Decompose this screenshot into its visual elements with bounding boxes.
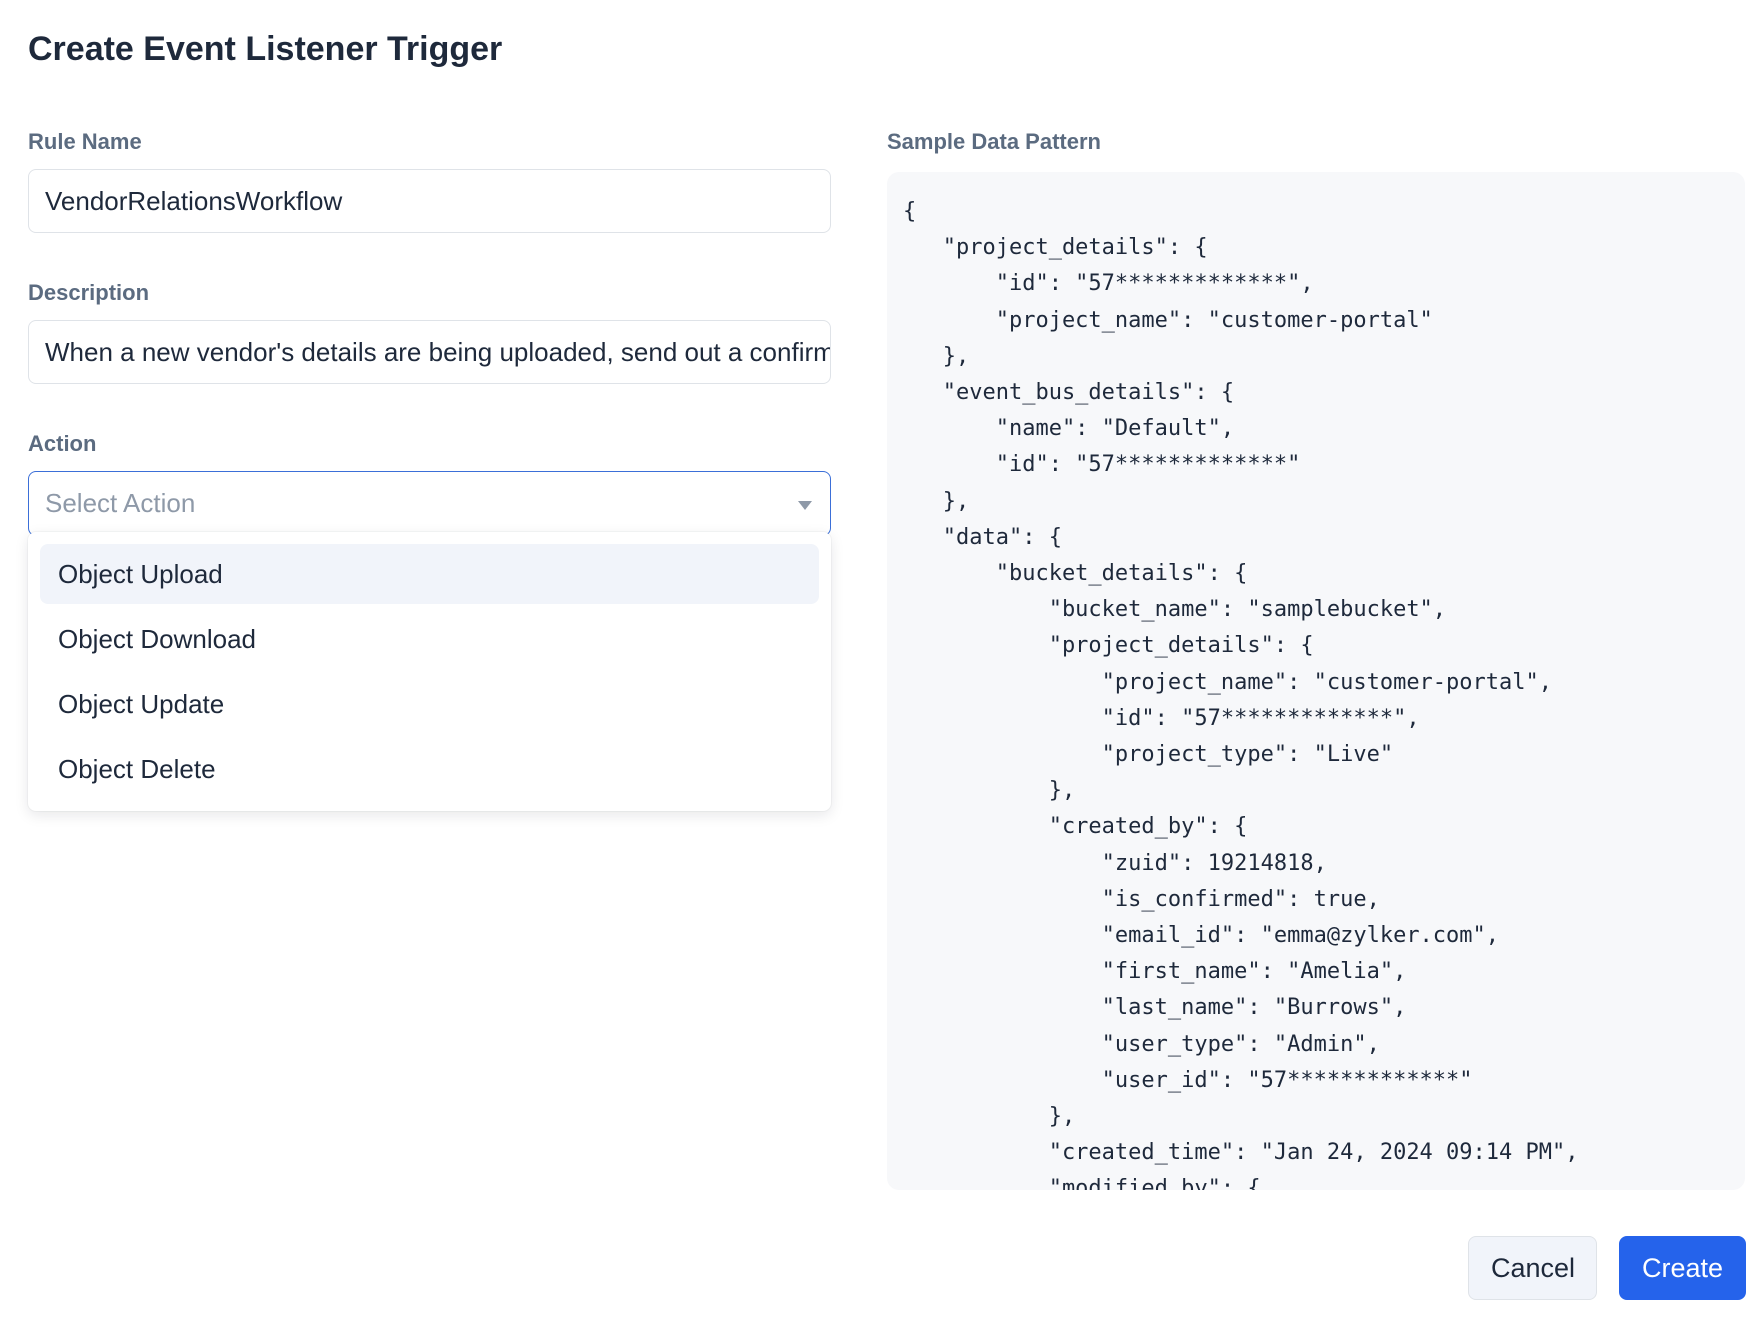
rule-name-label: Rule Name <box>28 129 142 154</box>
rule-name-group: Rule Name VendorRelationsWorkflow <box>28 130 831 233</box>
option-object-upload[interactable]: Object Upload <box>40 544 819 604</box>
rule-name-input[interactable]: VendorRelationsWorkflow <box>28 169 831 233</box>
sample-data-code: { "project_details": { "id": "57********… <box>903 199 1579 1190</box>
description-group: Description When a new vendor's details … <box>28 281 831 384</box>
action-dropdown-menu: Object Upload Object Download Object Upd… <box>28 532 831 811</box>
option-object-delete[interactable]: Object Delete <box>58 754 216 784</box>
action-select-placeholder: Select Action <box>45 488 196 518</box>
chevron-down-icon[interactable] <box>798 501 812 510</box>
sample-data-code-panel[interactable]: { "project_details": { "id": "57********… <box>887 172 1745 1190</box>
option-object-download[interactable]: Object Download <box>58 624 256 654</box>
action-label: Action <box>28 431 97 456</box>
sample-data-label: Sample Data Pattern <box>887 129 1101 154</box>
description-input[interactable]: When a new vendor's details are being up… <box>28 320 831 384</box>
description-label: Description <box>28 280 150 305</box>
action-group: Action Select Action <box>28 432 831 536</box>
option-object-update[interactable]: Object Update <box>58 689 225 719</box>
action-select[interactable]: Select Action <box>28 471 831 536</box>
dialog-title: Create Event Listener Trigger <box>28 30 503 68</box>
form-section: Rule Name VendorRelationsWorkflow Descri… <box>28 130 831 811</box>
sample-section: Sample Data Pattern { "project_details":… <box>887 130 1745 1190</box>
dialog-footer: Cancel Create <box>1468 1236 1746 1300</box>
cancel-button[interactable]: Cancel <box>1468 1236 1597 1300</box>
create-button[interactable]: Create <box>1619 1236 1746 1300</box>
